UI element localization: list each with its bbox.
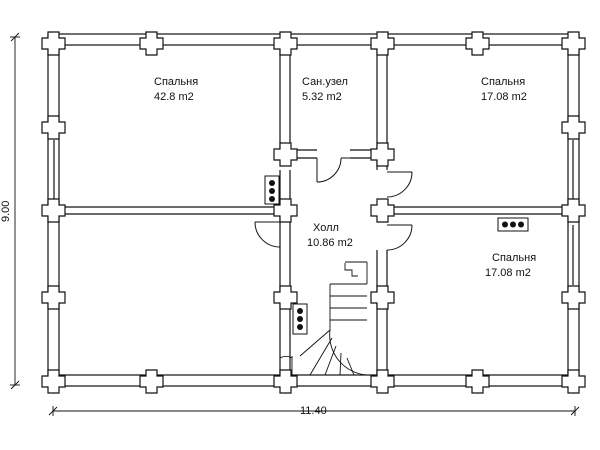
room-area-bathroom: 5.32 m2 <box>302 91 342 103</box>
room-area-bedroom-1: 42.8 m2 <box>154 91 194 103</box>
room-name-hall: Холл <box>313 222 339 234</box>
stove-icon-1 <box>264 175 280 205</box>
dimension-height: 9.00 <box>0 201 12 222</box>
log-joints <box>41 31 586 394</box>
stove-icon-2 <box>497 217 529 232</box>
staircase <box>279 261 368 376</box>
dimension-lines <box>10 32 580 416</box>
doors <box>254 157 413 251</box>
room-area-bedroom-2: 17.08 m2 <box>481 91 527 103</box>
room-name-bedroom-1: Спальня <box>154 76 198 88</box>
room-labels: Спальня 42.8 m2 Сан.узел 5.32 m2 Спальня… <box>154 76 536 279</box>
room-name-bathroom: Сан.узел <box>302 76 348 88</box>
stove-icon-3 <box>292 303 308 335</box>
room-name-bedroom-3: Спальня <box>492 252 536 264</box>
room-area-hall: 10.86 m2 <box>307 237 353 249</box>
room-area-bedroom-3: 17.08 m2 <box>485 267 531 279</box>
dimension-width: 11.40 <box>300 405 327 417</box>
room-name-bedroom-2: Спальня <box>481 76 525 88</box>
